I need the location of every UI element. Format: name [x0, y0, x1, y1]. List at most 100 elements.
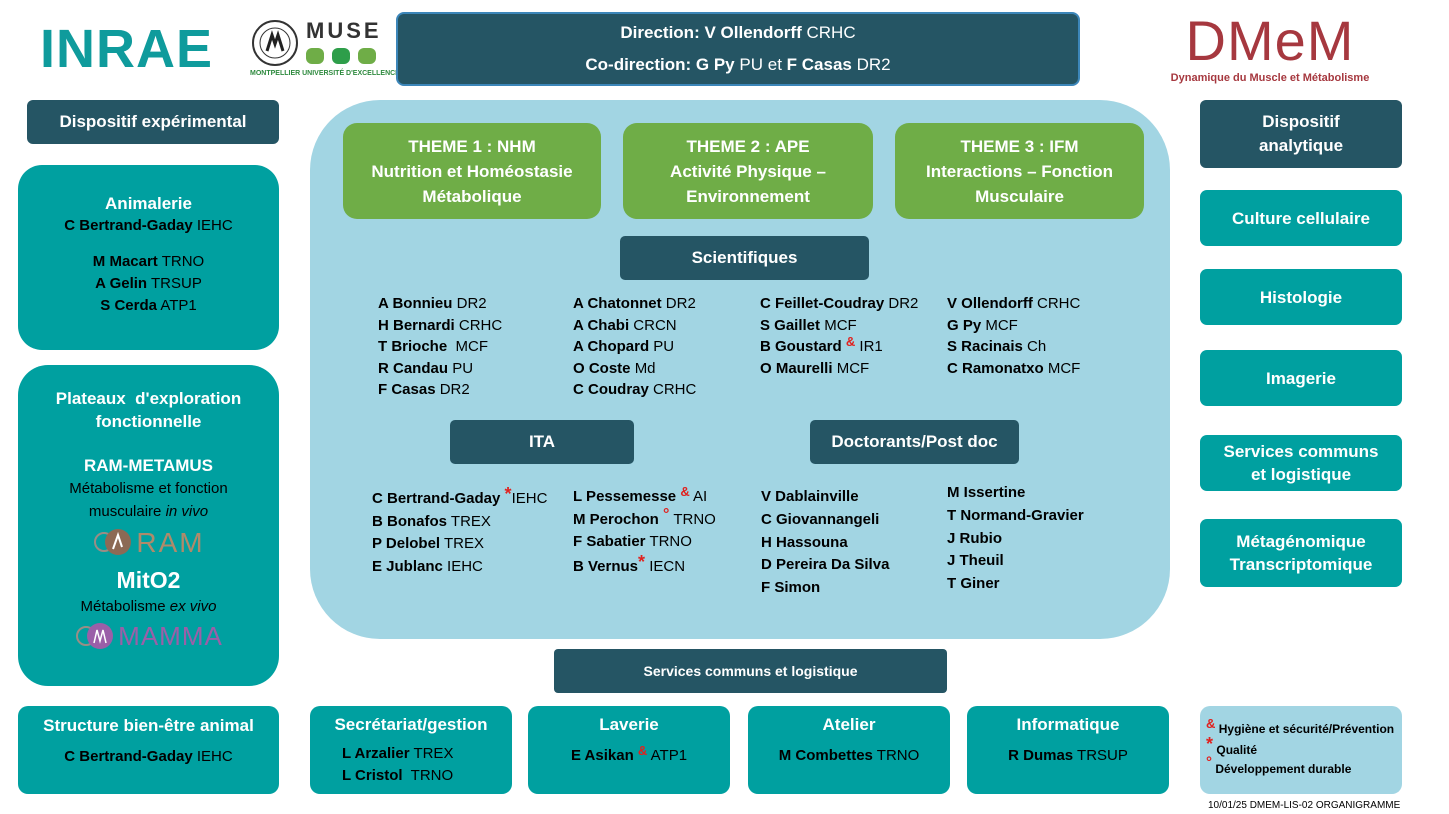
- culture-cellulaire-box: Culture cellulaire: [1200, 190, 1402, 246]
- laverie-title: Laverie: [599, 715, 659, 734]
- plateaux-title-1: Plateaux d'exploration: [55, 389, 242, 408]
- doctorants-col-2: M Issertine T Normand-Gravier J Rubio J …: [947, 482, 1084, 596]
- list-item: V Ollendorff CRHC: [947, 295, 1081, 312]
- mamma-logo-icon: [76, 623, 114, 649]
- ram-logo-text: RAM: [136, 526, 205, 558]
- animalerie-title: Animalerie: [105, 194, 192, 213]
- list-item: L Pessemesse & AI: [573, 484, 708, 505]
- dispositif-analytique-line-2: analytique: [1258, 136, 1344, 155]
- direction-line: Direction: V Ollendorff CRHC: [398, 17, 1078, 49]
- theme-1-box: THEME 1 : NHM Nutrition et Homéostasie M…: [343, 123, 601, 219]
- list-item: A Chabi CRCN: [573, 316, 677, 334]
- dispositif-analytique-line-1: Dispositif: [1262, 112, 1340, 131]
- secretariat-title: Secrétariat/gestion: [334, 715, 488, 734]
- animalerie-member: A Gelin TRSUP: [95, 275, 202, 292]
- legend-label: Développement durable: [1215, 762, 1352, 776]
- dmem-logo: DMeM Dynamique du Muscle et Métabolisme: [1160, 10, 1380, 90]
- list-item: O Coste Md: [573, 359, 656, 377]
- direction-box: Direction: V Ollendorff CRHC Co-directio…: [396, 12, 1080, 86]
- list-item: P Delobel TREX: [372, 535, 485, 552]
- list-item: C Ramonatxo MCF: [947, 359, 1081, 377]
- animalerie-lead: C Bertrand-Gaday IEHC: [18, 215, 279, 237]
- codirection-name-1: G Py: [695, 55, 735, 74]
- list-item: G Py MCF: [947, 316, 1018, 334]
- list-item: B Vernus* IECN: [573, 551, 686, 575]
- ram-logo-icon: [94, 529, 132, 555]
- list-item: S Racinais Ch: [947, 338, 1047, 355]
- list-item: H Hassouna: [761, 533, 848, 551]
- theme-3-title: THEME 3 : IFM: [960, 136, 1079, 156]
- culture-cellulaire-label: Culture cellulaire: [1232, 208, 1370, 228]
- scientifiques-col-2: A Chatonnet DR2 A Chabi CRCN A Chopard P…: [573, 293, 696, 401]
- services-communs-header: Services communs et logistique: [554, 649, 947, 693]
- theme-3-line-3: Musculaire: [975, 186, 1064, 206]
- list-item: F Casas DR2: [378, 381, 470, 398]
- codirection-grade-1: PU: [739, 55, 763, 74]
- hygiene-mark: &: [680, 484, 690, 499]
- atelier-title: Atelier: [822, 715, 876, 734]
- theme-1-line-3: Métabolique: [422, 186, 522, 206]
- structure-bien-etre-box: Structure bien-être animal C Bertrand-Ga…: [18, 706, 279, 794]
- dispositif-analytique-box: Dispositif analytique: [1200, 100, 1402, 168]
- list-item: B Bonafos TREX: [372, 512, 491, 530]
- muse-leaves-icon: [306, 48, 376, 64]
- list-item: A Bonnieu DR2: [378, 295, 487, 312]
- list-item: M Issertine: [947, 484, 1026, 501]
- direction-grade: CRHC: [806, 23, 856, 42]
- theme-3-box: THEME 3 : IFM Interactions – Fonction Mu…: [895, 123, 1144, 219]
- scientifiques-col-1: A Bonnieu DR2 H Bernardi CRHC T Brioche …: [378, 293, 502, 401]
- theme-2-box: THEME 2 : APE Activité Physique – Enviro…: [623, 123, 873, 219]
- mamma-logo-text: MAMMA: [118, 620, 223, 651]
- dmem-logo-text: DMeM: [1185, 9, 1355, 72]
- legend-item-developpement: ° Développement durable: [1206, 754, 1402, 780]
- dmem-logo-subtitle: Dynamique du Muscle et Métabolisme: [1170, 72, 1370, 84]
- quality-mark: *: [638, 551, 646, 572]
- legend-label: Qualité: [1216, 743, 1258, 757]
- ita-col-1: C Bertrand-Gaday *IEHC B Bonafos TREX P …: [372, 484, 547, 578]
- imagerie-label: Imagerie: [1266, 368, 1336, 388]
- codirection-line: Co-direction: G Py PU et F Casas DR2: [585, 55, 891, 74]
- list-item: T Giner: [947, 575, 1000, 593]
- ita-label: ITA: [528, 432, 556, 451]
- scientifiques-col-3: C Feillet-Coudray DR2 S Gaillet MCF B Go…: [760, 293, 918, 379]
- atelier-box: Atelier M Combettes TRNO: [748, 706, 950, 794]
- ram-metamus-title: RAM-METAMUS: [83, 456, 214, 475]
- list-item: M Combettes TRNO: [778, 747, 920, 764]
- metagenomique-box: Métagénomique Transcriptomique: [1200, 519, 1402, 587]
- inrae-logo-text: INRAE: [40, 19, 214, 79]
- list-item: E Jublanc IEHC: [372, 557, 483, 575]
- quality-mark: *: [504, 484, 512, 504]
- list-item: J Rubio: [947, 529, 1002, 547]
- structure-bien-etre-title: Structure bien-être animal: [43, 716, 254, 735]
- doctorants-col-1: V Dablainville C Giovannangeli H Hassoun…: [761, 486, 889, 600]
- codirection-name-2: F Casas: [786, 55, 852, 74]
- mito2-title: MitO2: [116, 567, 181, 593]
- codirection-and: et: [767, 55, 782, 74]
- muse-logo-subtitle: MONTPELLIER UNIVERSITÉ D'EXCELLENCE: [250, 70, 400, 77]
- list-item: T Normand-Gravier: [947, 506, 1084, 524]
- plateaux-box: Plateaux d'exploration fonctionnelle RAM…: [18, 365, 279, 686]
- informatique-title: Informatique: [1016, 715, 1120, 734]
- theme-2-line-2: Activité Physique –: [670, 161, 826, 181]
- scientifiques-label: Scientifiques: [691, 248, 798, 267]
- ita-col-2: L Pessemesse & AI M Perochon ° TRNO F Sa…: [573, 484, 716, 578]
- footer-reference: 10/01/25 DMEM-LIS-02 ORGANIGRAMME: [1208, 800, 1401, 811]
- list-item: L Arzalier TREX: [342, 745, 454, 762]
- animalerie-member: S Cerda ATP1: [100, 297, 197, 314]
- list-item: V Dablainville: [761, 488, 859, 505]
- sustainability-mark: °: [663, 505, 670, 523]
- animalerie-box: Animalerie C Bertrand-Gaday IEHC M Macar…: [18, 165, 279, 350]
- services-communs-box: Services communs et logistique: [1200, 435, 1402, 491]
- ram-logo: RAM: [18, 523, 279, 561]
- laverie-box: Laverie E Asikan & ATP1: [528, 706, 730, 794]
- ram-desc-1: Métabolisme et fonction: [69, 480, 228, 497]
- theme-1-title: THEME 1 : NHM: [408, 136, 536, 156]
- list-item: E Asikan & ATP1: [570, 743, 688, 764]
- list-item: C Giovannangeli: [761, 510, 880, 528]
- list-item: B Goustard & IR1: [760, 334, 883, 355]
- list-item: J Theuil: [947, 552, 1004, 570]
- scientifiques-col-4: V Ollendorff CRHC G Py MCF S Racinais Ch…: [947, 293, 1080, 379]
- direction-label: Direction:: [620, 23, 700, 42]
- plateaux-title-2: fonctionnelle: [95, 412, 202, 431]
- list-item: L Cristol TRNO: [342, 767, 454, 784]
